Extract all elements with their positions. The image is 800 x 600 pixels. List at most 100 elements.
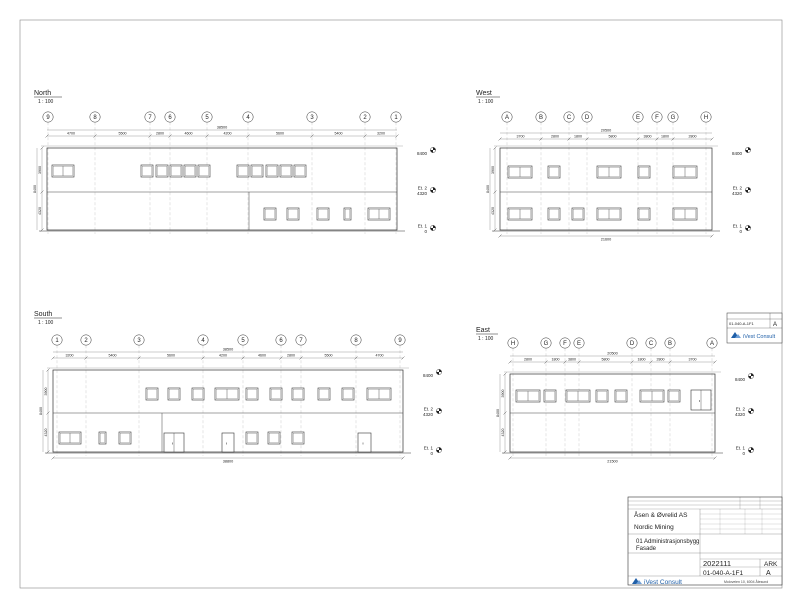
dim-tick: [40, 190, 44, 194]
tb-client: Åsen & Øvrelid AS: [634, 510, 688, 519]
grid-label: D: [630, 341, 635, 347]
dim-segment: 1800: [552, 358, 560, 362]
height-total: 8400: [496, 409, 500, 417]
dim-tick: [539, 137, 543, 141]
dim-tick: [310, 134, 314, 138]
tb-project: Nordic Mining: [634, 524, 674, 531]
level-1-value: 0: [430, 451, 433, 456]
dim-tick: [46, 368, 50, 372]
window: [543, 389, 557, 403]
dim-segment: 2800: [156, 132, 164, 136]
window-frame: [185, 166, 195, 176]
dim-tick: [137, 356, 141, 360]
window-frame: [238, 166, 248, 176]
window-frame: [171, 166, 181, 176]
grid-bubble: [706, 337, 718, 349]
dim-tick: [498, 234, 502, 238]
height-total: 8400: [486, 185, 490, 193]
grid-bubble: [573, 337, 585, 349]
dim-tick: [508, 360, 512, 364]
dim-tick: [710, 234, 714, 238]
dim-tick: [246, 134, 250, 138]
level-1-label: Et. 1: [418, 224, 428, 229]
window-frame: [549, 209, 559, 219]
level-marker-fill: [430, 187, 436, 193]
dim-tick: [46, 450, 50, 454]
level-marker-fill: [745, 187, 751, 193]
rev-revision: A: [773, 322, 777, 328]
dim-segment: 4600: [185, 132, 193, 136]
title-block: Åsen & Øvrelid AS Nordic Mining 01 Admin…: [627, 496, 783, 586]
facade-outline: [46, 147, 398, 231]
dim-segment: 5600: [276, 132, 284, 136]
dim-bottom-total: 21500: [607, 460, 618, 464]
dim-tick: [84, 356, 88, 360]
dim-segment: 5400: [335, 132, 343, 136]
dim-tick: [46, 411, 50, 415]
dim-tick: [563, 360, 567, 364]
height-lower: 4320: [501, 429, 505, 437]
grid-label: B: [539, 115, 543, 121]
grid-bubble: [664, 337, 676, 349]
window: [341, 387, 355, 401]
window: [245, 431, 259, 445]
grid-bubble: [626, 337, 638, 349]
level-2-value: 4320: [732, 191, 743, 196]
dim-tick: [51, 356, 55, 360]
grid-label: C: [649, 341, 654, 347]
window-frame: [616, 391, 626, 401]
height-lower: 4320: [38, 207, 42, 215]
grid-label: 7: [299, 338, 303, 344]
window-frame: [288, 209, 298, 219]
window: [614, 389, 628, 403]
window-frame: [267, 166, 277, 176]
sheet-border: [19, 19, 783, 589]
rev-company: iVest Consult: [743, 334, 776, 340]
grid-bubble: [350, 334, 362, 346]
level-roof-value: 8400: [423, 373, 434, 378]
grid-label: 2: [84, 338, 88, 344]
level-marker-fill: [748, 447, 754, 453]
grid-label: G: [544, 341, 549, 347]
dim-tick: [45, 134, 49, 138]
dim-tick: [299, 356, 303, 360]
dim-bottom-total: 38800: [223, 460, 234, 464]
window: [279, 164, 293, 178]
window: [197, 164, 211, 178]
dim-tick: [401, 456, 405, 460]
window-frame: [281, 166, 291, 176]
window-frame: [639, 209, 649, 219]
window-frame: [247, 433, 257, 443]
level-marker-fill: [436, 447, 442, 453]
dim-tick: [148, 134, 152, 138]
tb-company: iVest Consult: [644, 579, 682, 586]
view-title-west: West: [476, 90, 492, 97]
view-scale-south: 1 : 100: [38, 320, 54, 326]
tb-title-line1: 01 Administrasjonsbygg: [636, 539, 699, 545]
dim-tick: [671, 137, 675, 141]
level-1-value: 0: [742, 451, 745, 456]
window: [547, 165, 561, 179]
view-scale-north: 1 : 100: [38, 99, 54, 105]
dim-segment: 3200: [66, 354, 74, 358]
window: [236, 164, 250, 178]
window: [183, 164, 197, 178]
window: [291, 431, 305, 445]
grid-bubble: [275, 334, 287, 346]
window: [155, 164, 169, 178]
grid-label: D: [585, 115, 590, 121]
dim-segment: 1800: [574, 135, 582, 139]
grid-label: 4: [246, 115, 250, 121]
grid-label: 8: [354, 338, 358, 344]
window-frame: [265, 209, 275, 219]
grid-label: A: [710, 341, 714, 347]
window-frame: [193, 389, 203, 399]
height-upper: 3900: [44, 388, 48, 396]
window: [250, 164, 264, 178]
window: [343, 207, 352, 221]
window: [267, 431, 281, 445]
window-frame: [295, 166, 305, 176]
grid-bubble: [540, 337, 552, 349]
dim-segment: 2800: [287, 354, 295, 358]
dim-tick: [649, 360, 653, 364]
